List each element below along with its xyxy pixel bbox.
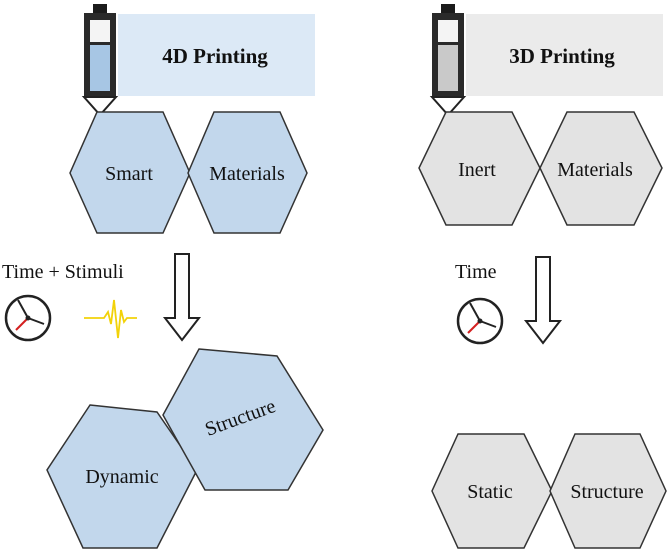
hexagon-materials-3d [539, 111, 663, 226]
title-4d-background [118, 14, 315, 96]
label-smart: Smart [105, 163, 153, 185]
hexagon-materials-4d [187, 111, 308, 234]
down-arrow-icon [162, 253, 202, 342]
result-hexagons-4d: Dynamic Structure [46, 348, 324, 549]
material-hexagons-4d: Smart Materials [69, 111, 308, 234]
hexagon-inert [418, 111, 541, 226]
hexagon-structure-3d [549, 433, 667, 549]
result-hexagons-3d: Static Structure [431, 433, 667, 549]
condition-time-stimuli: Time + Stimuli [2, 261, 124, 283]
clock-icon [456, 297, 504, 345]
title-4d: 4D Printing [162, 44, 268, 68]
material-hexagons-3d: Inert Materials [418, 111, 663, 226]
label-static: Static [467, 481, 513, 503]
syringe-nozzle-icon [429, 4, 467, 117]
down-arrow-icon [523, 256, 563, 345]
label-structure-3d: Structure [570, 481, 643, 503]
stimulus-wave-icon [84, 299, 137, 339]
hexagon-static [431, 433, 553, 549]
panel-4d-printing: 4D Printing Smart Materials Time + Stimu… [2, 4, 324, 549]
label-inert: Inert [458, 159, 496, 181]
syringe-nozzle-icon [81, 4, 119, 117]
hexagon-smart [69, 111, 191, 234]
title-3d: 3D Printing [509, 44, 615, 68]
clock-icon [4, 294, 52, 342]
label-dynamic: Dynamic [85, 466, 158, 488]
panel-3d-printing: 3D Printing Inert Materials Time [418, 4, 667, 549]
title-3d-background [466, 14, 663, 96]
hexagon-dynamic [46, 404, 198, 549]
hexagon-structure-4d [162, 348, 324, 491]
condition-time: Time [455, 261, 497, 283]
label-materials-4d: Materials [209, 163, 285, 185]
label-materials-3d: Materials [557, 159, 633, 181]
